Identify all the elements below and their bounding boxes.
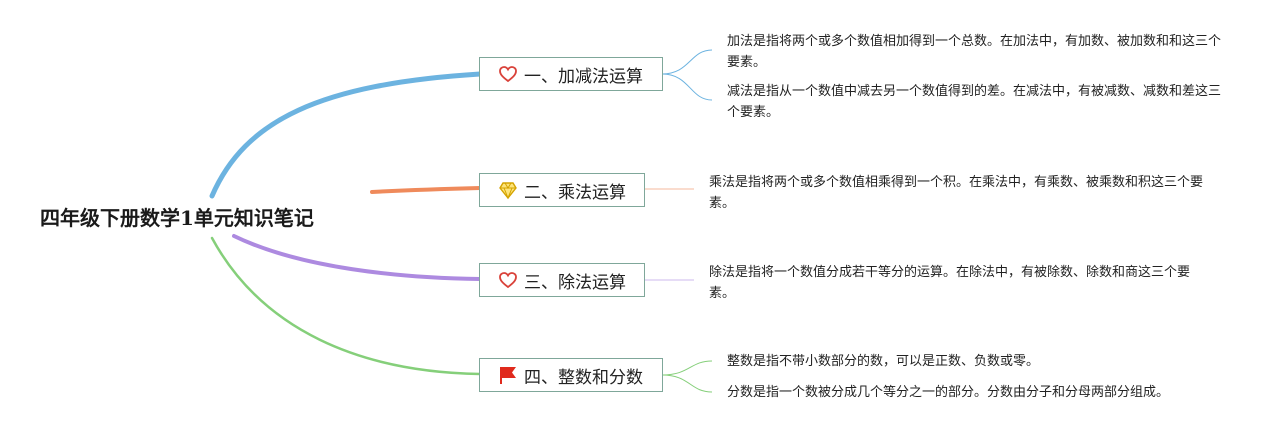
note-subtraction: 减法是指从一个数值中减去另一个数值得到的差。在减法中，有被减数、减数和差这三个要…: [727, 84, 1222, 120]
note-connector-1b: [661, 73, 713, 101]
topic-multiplication[interactable]: 二、乘法运算: [479, 173, 645, 207]
note-multiplication: 乘法是指将两个或多个数值相乘得到一个积。在乘法中，有乘数、被乘数和积这三个要素。: [709, 175, 1204, 211]
branch-line-3: [232, 234, 482, 281]
topic-label: 四、整数和分数: [524, 367, 643, 388]
topic-addition-subtraction[interactable]: 一、加减法运算: [479, 57, 663, 91]
note-connector-4b: [661, 374, 713, 393]
topic-label: 一、加减法运算: [524, 66, 643, 87]
branch-line-4: [210, 236, 482, 376]
note-division: 除法是指将一个数值分成若干等分的运算。在除法中，有被除数、除数和商这三个要素。: [709, 265, 1191, 301]
note-addition: 加法是指将两个或多个数值相加得到一个总数。在加法中，有加数、被加数和和这三个要素…: [727, 34, 1222, 70]
note-fractions: 分数是指一个数被分成几个等分之一的部分。分数由分子和分母两部分组成。: [727, 385, 1170, 400]
topic-division[interactable]: 三、除法运算: [479, 263, 645, 297]
topic-label: 二、乘法运算: [524, 182, 626, 203]
flag-icon: [498, 365, 518, 385]
note-connector-1a: [661, 49, 713, 75]
note-connector-4a: [661, 360, 713, 376]
heart-icon: [498, 64, 518, 84]
branch-line-2: [370, 186, 482, 194]
diamond-icon: [498, 180, 518, 200]
heart-icon: [498, 270, 518, 290]
branch-line-1: [209, 71, 483, 199]
topic-integers-fractions[interactable]: 四、整数和分数: [479, 358, 663, 392]
central-topic[interactable]: 四年级下册数学1单元知识笔记: [40, 206, 314, 230]
topic-label: 三、除法运算: [524, 272, 626, 293]
note-integers: 整数是指不带小数部分的数，可以是正数、负数或零。: [727, 354, 1040, 369]
